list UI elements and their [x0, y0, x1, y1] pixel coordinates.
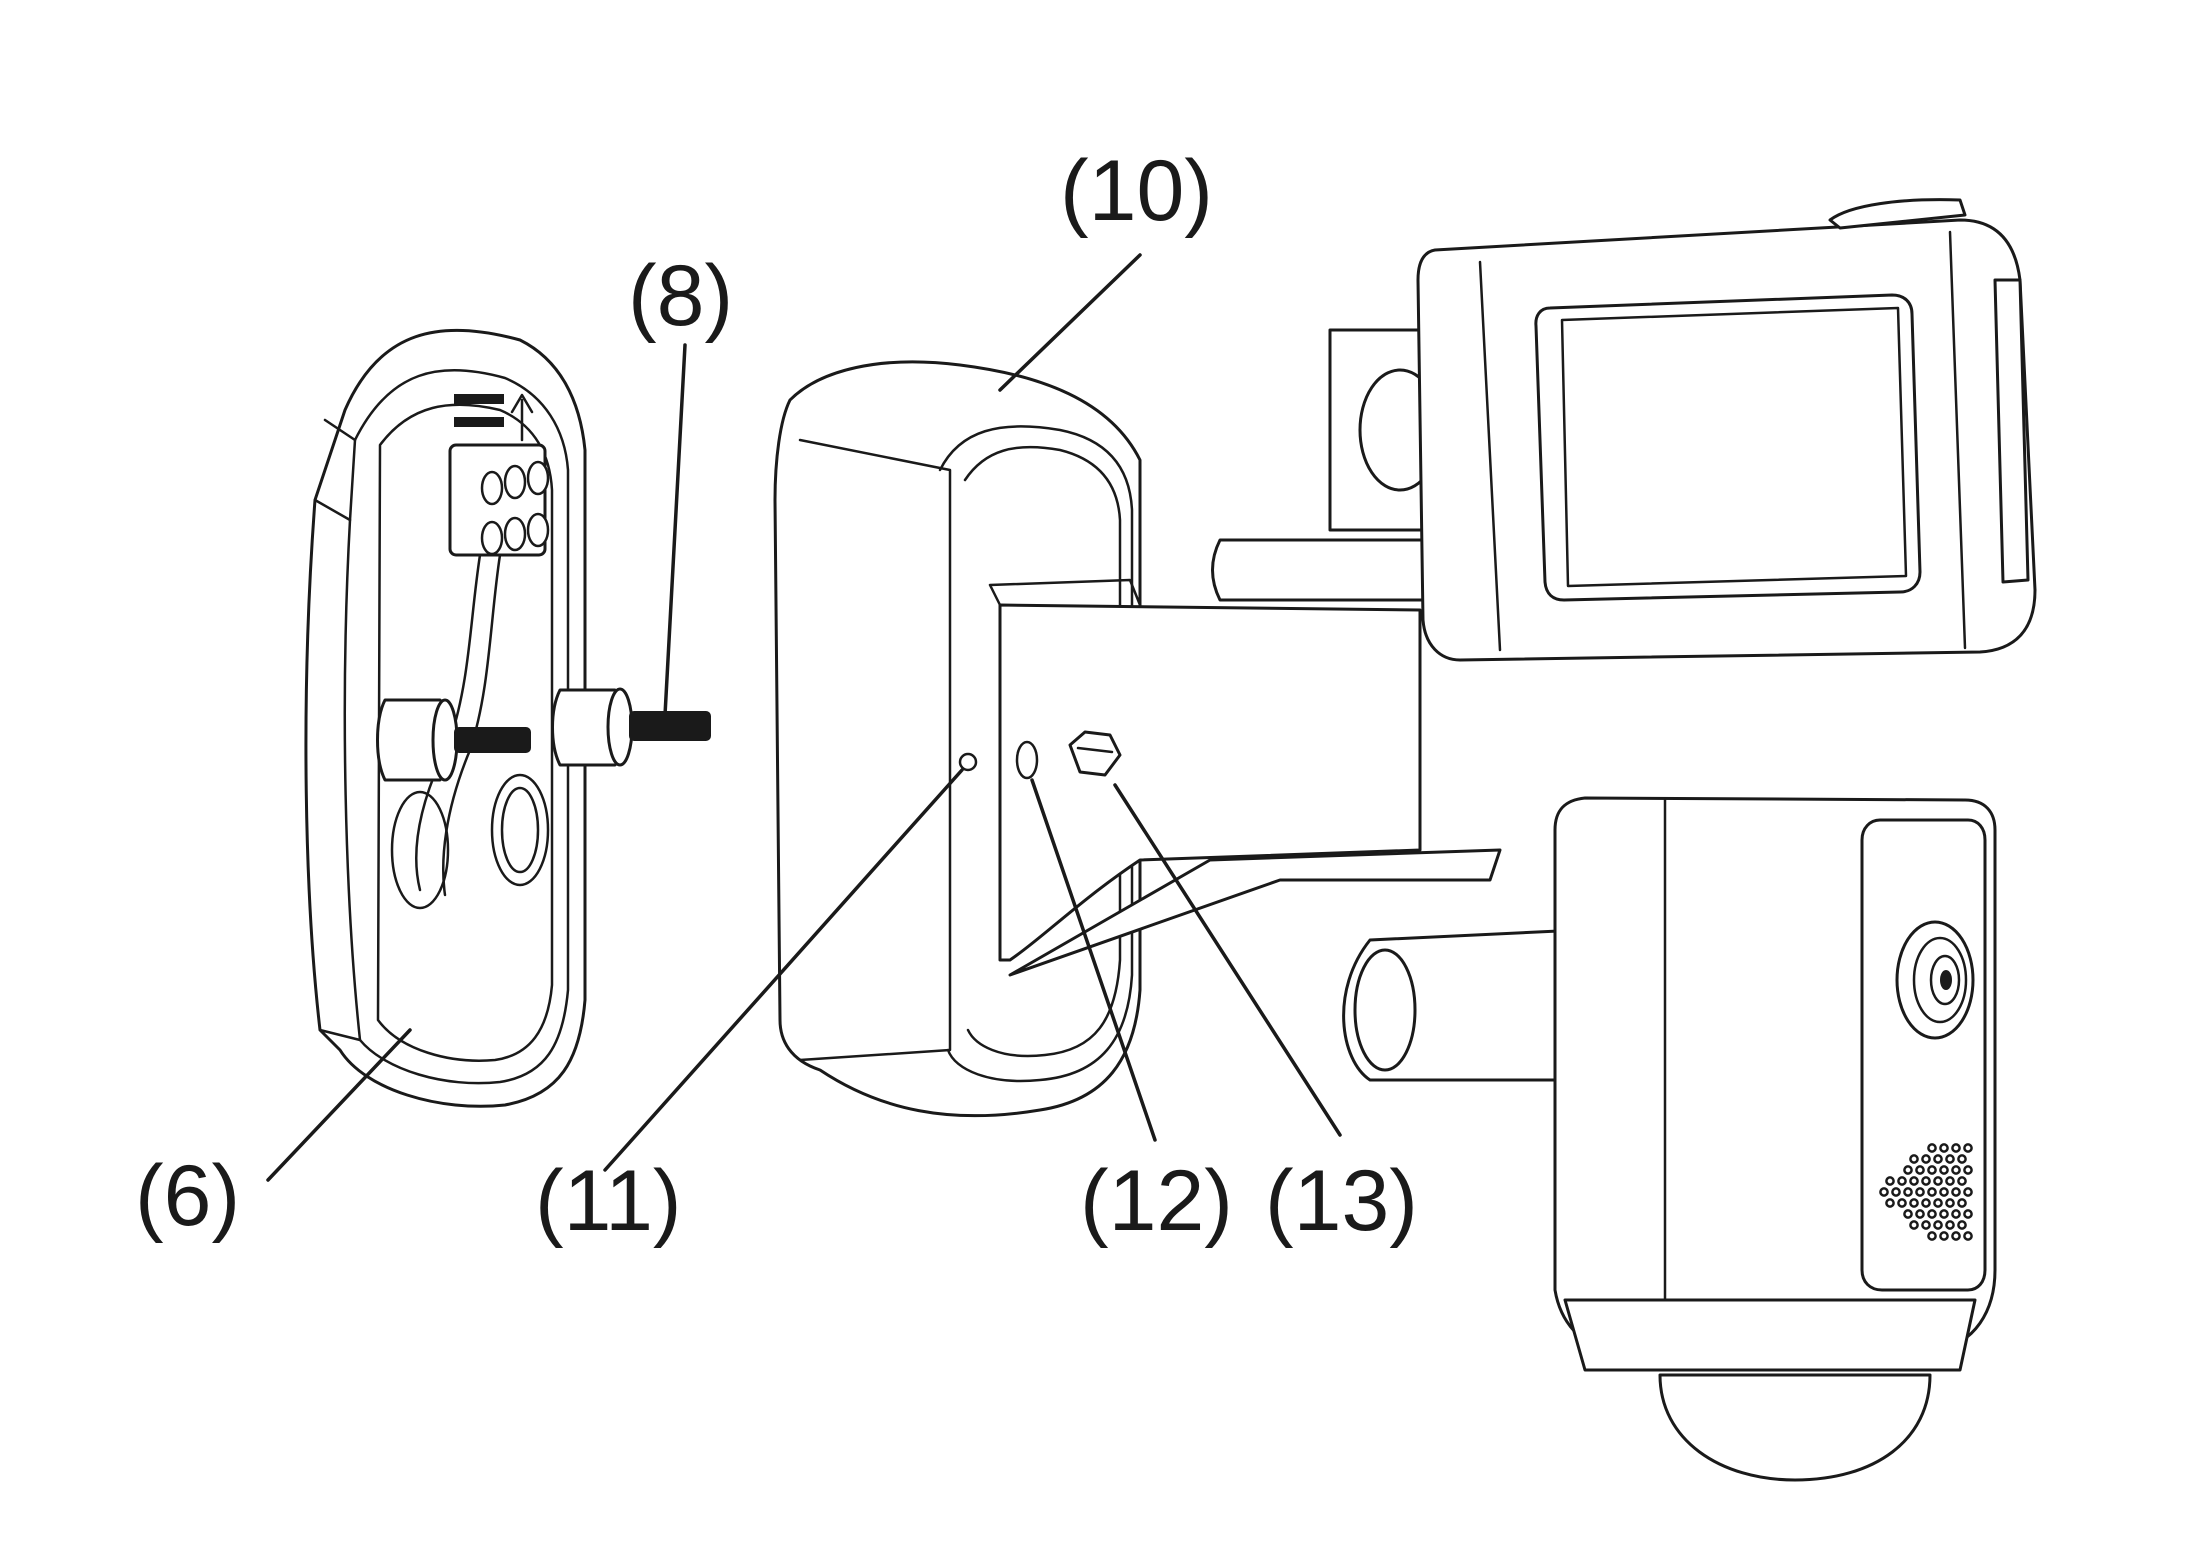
grille-hole: [1927, 1143, 1937, 1153]
grille-hole: [1951, 1143, 1961, 1153]
grille-hole: [1963, 1231, 1973, 1241]
callout-13: (13): [1265, 1153, 1418, 1249]
grille-hole: [1939, 1231, 1949, 1241]
grille-hole: [1951, 1187, 1961, 1197]
hex-nut: [1068, 730, 1122, 777]
grille-hole: [1951, 1231, 1961, 1241]
leader-13: [1113, 783, 1342, 1137]
grille-hole: [1897, 1176, 1907, 1186]
grille-hole: [1957, 1198, 1967, 1208]
leader-11: [603, 768, 964, 1172]
grille-hole: [1945, 1176, 1955, 1186]
grille-hole: [1963, 1209, 1973, 1219]
callout-11: (11): [535, 1153, 682, 1249]
mounting-arm: [958, 578, 1502, 977]
grille-hole: [1909, 1176, 1919, 1186]
grille-hole: [1909, 1220, 1919, 1230]
grille-hole: [1903, 1187, 1913, 1197]
light-head: [1211, 198, 2037, 662]
callout-10: (10): [1060, 143, 1213, 239]
grille-hole: [1915, 1209, 1925, 1219]
grille-hole: [1927, 1231, 1937, 1241]
plate-standoff-left: [376, 698, 531, 782]
callout-6: (6): [135, 1148, 240, 1244]
grille-hole: [1927, 1187, 1937, 1197]
grille-hole: [1945, 1198, 1955, 1208]
grille-hole: [1939, 1165, 1949, 1175]
callout-8: (8): [628, 248, 733, 344]
leader-8: [663, 343, 687, 717]
grille-hole: [1963, 1165, 1973, 1175]
callout-labels: (6) (8) (10) (11) (12) (13): [135, 143, 1418, 1249]
grille-hole: [1933, 1176, 1943, 1186]
grille-hole: [1891, 1187, 1901, 1197]
grille-hole: [1927, 1165, 1937, 1175]
grille-hole: [1939, 1143, 1949, 1153]
grille-hole: [1951, 1165, 1961, 1175]
grille-hole: [1957, 1220, 1967, 1230]
leader-6: [266, 1028, 412, 1182]
camera-head: [1342, 796, 1997, 1482]
mounting-screw: [551, 687, 711, 767]
camera-lens: [1895, 920, 1975, 1040]
grille-hole: [1921, 1220, 1931, 1230]
grille-hole: [1933, 1198, 1943, 1208]
grille-hole: [1879, 1187, 1889, 1197]
terminal-screws: [480, 460, 550, 556]
grille-hole: [1903, 1209, 1913, 1219]
grille-hole: [1963, 1143, 1973, 1153]
grille-hole: [1921, 1176, 1931, 1186]
callout-12: (12): [1080, 1153, 1233, 1249]
grille-hole: [1939, 1187, 1949, 1197]
grille-hole: [1909, 1154, 1919, 1164]
grille-hole: [1915, 1187, 1925, 1197]
leader-lines: [266, 253, 1342, 1182]
grille-hole: [1909, 1198, 1919, 1208]
grille-hole: [1957, 1176, 1967, 1186]
grille-hole: [1957, 1154, 1967, 1164]
grille-hole: [1945, 1220, 1955, 1230]
grille-hole: [1963, 1187, 1973, 1197]
grille-hole: [1951, 1209, 1961, 1219]
leader-12: [1030, 778, 1157, 1142]
leader-10: [998, 253, 1142, 392]
grille-hole: [1903, 1165, 1913, 1175]
grille-hole: [1945, 1154, 1955, 1164]
grille-hole: [1897, 1198, 1907, 1208]
grille-hole: [1921, 1198, 1931, 1208]
grille-hole: [1939, 1209, 1949, 1219]
grille-hole: [1885, 1198, 1895, 1208]
grille-hole: [1933, 1220, 1943, 1230]
speaker-grille: [1879, 1143, 1973, 1241]
grille-hole: [1915, 1165, 1925, 1175]
grille-hole: [1927, 1209, 1937, 1219]
grille-hole: [1921, 1154, 1931, 1164]
grille-hole: [1885, 1176, 1895, 1186]
grille-hole: [1933, 1154, 1943, 1164]
mounting-plate: [304, 328, 587, 1108]
